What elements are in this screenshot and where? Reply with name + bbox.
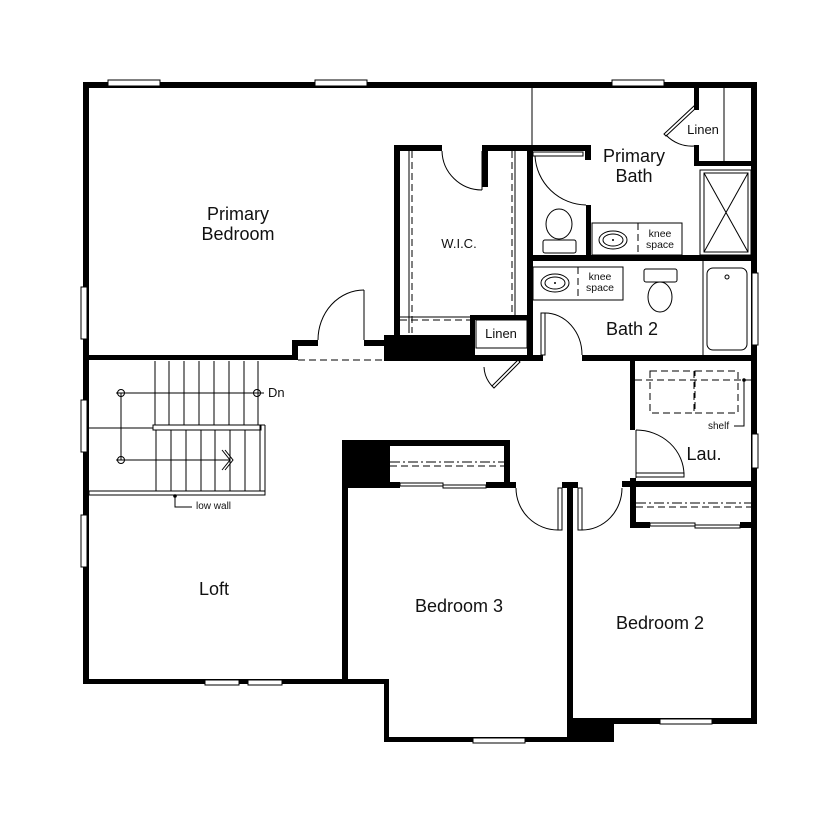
room-label-linen-primary: Linen xyxy=(687,122,719,137)
room-label-primary-bedroom: Primary Bedroom xyxy=(188,204,288,245)
low-wall-label: low wall xyxy=(196,501,232,512)
primary-bedroom-line2: Bedroom xyxy=(201,223,275,244)
primary-bath-line1: Primary xyxy=(603,146,665,166)
room-label-bedroom2: Bedroom 2 xyxy=(615,613,705,633)
knee-space-primary-line1: knee xyxy=(648,228,672,240)
room-label-bedroom3: Bedroom 3 xyxy=(414,596,504,616)
knee-space-label-primary: knee space xyxy=(639,229,681,250)
knee-space-label-bath2: knee space xyxy=(579,272,621,293)
windows xyxy=(80,79,759,744)
primary-bedroom-line1: Primary xyxy=(207,204,269,224)
knee-space-bath2-line1: knee xyxy=(588,271,612,283)
knee-space-bath2-line2: space xyxy=(585,281,615,294)
interior-walls xyxy=(83,88,757,738)
staircase xyxy=(88,361,266,508)
room-label-wic: W.I.C. xyxy=(441,236,477,251)
doors xyxy=(298,105,697,531)
bath-fixtures xyxy=(532,169,752,355)
knee-space-primary-line2: space xyxy=(645,238,675,251)
room-label-loft: Loft xyxy=(198,579,230,599)
closet-shelves xyxy=(390,88,751,529)
primary-bath-line2: Bath xyxy=(615,165,653,186)
shelf-label: shelf xyxy=(708,421,730,432)
room-label-linen-hall: Linen xyxy=(485,326,517,341)
room-label-laundry: Lau. xyxy=(686,444,722,464)
stairs-down-label: Dn xyxy=(268,385,285,400)
room-label-bath2: Bath 2 xyxy=(605,319,659,339)
room-label-primary-bath: Primary Bath xyxy=(590,146,678,187)
